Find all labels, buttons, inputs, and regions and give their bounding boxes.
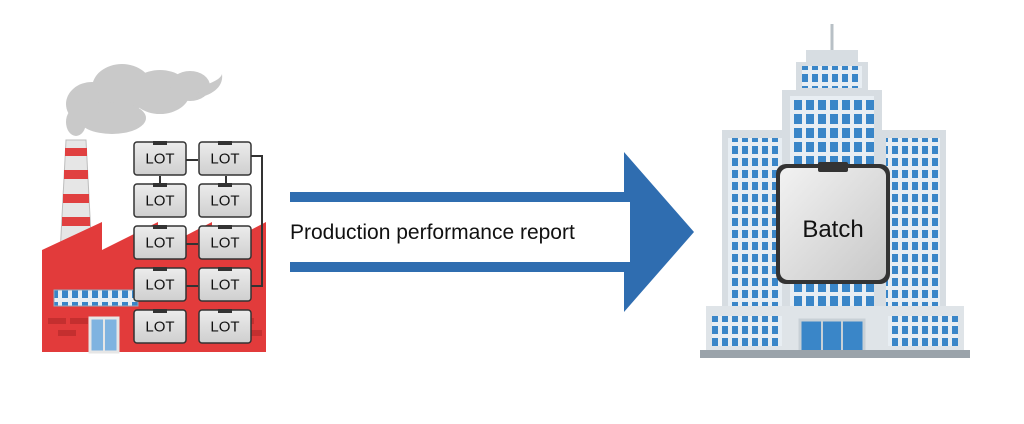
lot-label: LOT — [210, 319, 239, 336]
lot-box: LOT — [198, 225, 252, 260]
headquarters-building: Batch — [700, 24, 970, 358]
arrow-label: Production performance report — [290, 221, 575, 244]
chimney — [59, 139, 93, 256]
lot-label: LOT — [210, 235, 239, 252]
lot-label: LOT — [210, 151, 239, 168]
lot-label: LOT — [210, 193, 239, 210]
lot-box: LOT — [133, 267, 187, 302]
lot-box: LOT — [133, 183, 187, 218]
arrow-inner-band — [290, 202, 630, 262]
lot-label: LOT — [145, 277, 174, 294]
lot-box: LOT — [198, 267, 252, 302]
lot-label: LOT — [145, 235, 174, 252]
batch-card: Batch — [776, 162, 890, 284]
lot-label: LOT — [145, 151, 174, 168]
lot-box: LOT — [133, 309, 187, 344]
lot-label: LOT — [145, 193, 174, 210]
lot-box: LOT — [198, 141, 252, 176]
factory-window-strip — [53, 289, 139, 307]
lot-box: LOT — [198, 183, 252, 218]
lot-label: LOT — [210, 277, 239, 294]
smoke-cloud — [66, 64, 223, 136]
lot-box: LOT — [133, 141, 187, 176]
lot-box: LOT — [133, 225, 187, 260]
batch-label: Batch — [802, 216, 863, 243]
factory: LOT LOT LOT LOT LOT LOT LOT LOT LOT LOT — [42, 64, 266, 354]
lot-box: LOT — [198, 309, 252, 344]
lot-label: LOT — [145, 319, 174, 336]
report-arrow: Production performance report — [290, 152, 694, 312]
lot-connectors — [159, 155, 263, 287]
lot-boxes: LOT LOT LOT LOT LOT LOT LOT LOT LOT LOT — [133, 141, 252, 344]
